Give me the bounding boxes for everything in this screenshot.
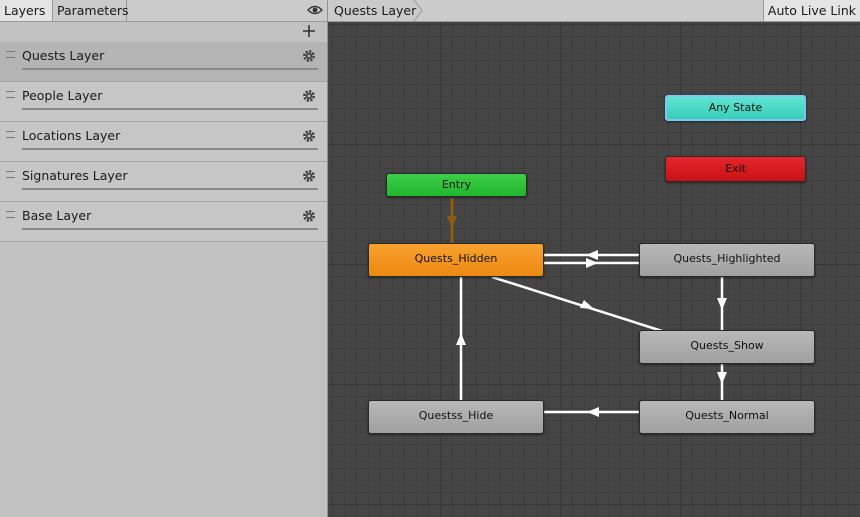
arrow-head-icon: [586, 258, 598, 268]
eye-icon[interactable]: [307, 3, 323, 17]
gear-icon[interactable]: [302, 209, 316, 223]
gear-icon[interactable]: [302, 169, 316, 183]
layer-item-locations[interactable]: Locations Layer: [0, 122, 327, 162]
arrow-head-icon: [447, 216, 457, 228]
layer-name: Locations Layer: [22, 128, 121, 143]
arrow-head-icon: [717, 372, 727, 384]
plus-icon[interactable]: [301, 23, 317, 39]
transition-edges: [447, 198, 727, 417]
arrow-head-icon: [717, 298, 727, 310]
layer-weight-bar: [22, 148, 318, 150]
layer-weight-bar: [22, 188, 318, 190]
gear-icon[interactable]: [302, 49, 316, 63]
layer-name: People Layer: [22, 88, 103, 103]
quests-show-node[interactable]: Quests_Show: [639, 330, 815, 364]
exit-node[interactable]: Exit: [665, 156, 806, 182]
state-machine-canvas[interactable]: Any State Exit Entry Quests_Hidden Quest…: [328, 22, 860, 517]
breadcrumb-chevron-icon: [413, 0, 423, 21]
breadcrumb[interactable]: Quests Layer: [334, 3, 417, 18]
drag-handle-icon[interactable]: [6, 171, 15, 178]
arrow-head-icon: [586, 250, 598, 260]
quests-normal-node[interactable]: Quests_Normal: [639, 400, 815, 434]
animator-graph-panel: Quests Layer Auto Live Link: [328, 0, 860, 517]
layer-weight-bar: [22, 68, 318, 70]
any-state-node[interactable]: Any State: [665, 95, 806, 121]
transition-hidden-to-show-line[interactable]: [491, 275, 663, 333]
drag-handle-icon[interactable]: [6, 51, 15, 58]
panel-tabs: Layers Parameters: [0, 0, 327, 22]
layer-name: Base Layer: [22, 208, 92, 223]
quests-hidden-node[interactable]: Quests_Hidden: [368, 243, 544, 277]
drag-handle-icon[interactable]: [6, 131, 15, 138]
drag-handle-icon[interactable]: [6, 91, 15, 98]
breadcrumb-bar: Quests Layer Auto Live Link: [328, 0, 860, 22]
layer-item-signatures[interactable]: Signatures Layer: [0, 162, 327, 202]
gear-icon[interactable]: [302, 129, 316, 143]
questss-hide-node[interactable]: Questss_Hide: [368, 400, 544, 434]
quests-highlighted-node[interactable]: Quests_Highlighted: [639, 243, 815, 277]
tab-parameters[interactable]: Parameters: [53, 0, 129, 21]
layers-panel: Layers Parameters Quests Layer People La…: [0, 0, 328, 517]
layer-name: Signatures Layer: [22, 168, 128, 183]
layer-item-quests[interactable]: Quests Layer: [0, 42, 327, 82]
auto-live-link-button[interactable]: Auto Live Link: [762, 0, 860, 21]
layer-weight-bar: [22, 228, 318, 230]
drag-handle-icon[interactable]: [6, 211, 15, 218]
tab-layers[interactable]: Layers: [0, 0, 53, 21]
entry-node[interactable]: Entry: [386, 173, 527, 197]
gear-icon[interactable]: [302, 89, 316, 103]
layer-weight-bar: [22, 108, 318, 110]
layer-name: Quests Layer: [22, 48, 105, 63]
layer-item-people[interactable]: People Layer: [0, 82, 327, 122]
layer-item-base[interactable]: Base Layer: [0, 202, 327, 242]
arrow-head-icon: [456, 333, 466, 345]
arrow-head-icon: [580, 300, 594, 309]
arrow-head-icon: [587, 407, 599, 417]
